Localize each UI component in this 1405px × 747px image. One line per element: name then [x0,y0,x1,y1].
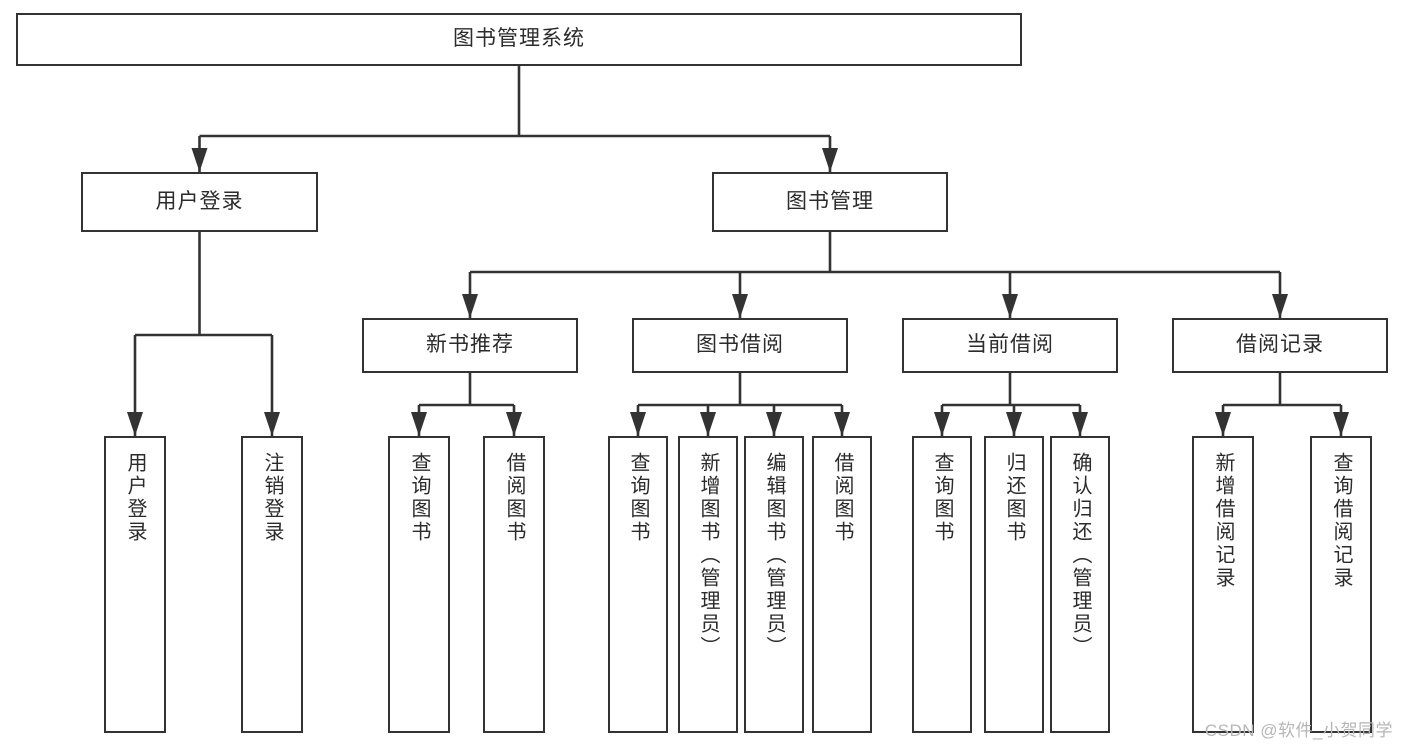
edge-arrowhead [732,294,748,318]
node-label: 当前借阅 [966,333,1054,357]
edge-arrowhead [934,412,950,436]
node-label: 查询图书 [627,452,649,544]
node-label: 查询借阅记录 [1330,452,1352,590]
node-label: 查询图书 [931,452,953,544]
node-l-bo-lend[interactable]: 借阅图书 [812,436,872,733]
node-newbook[interactable]: 新书推荐 [362,318,578,373]
node-login[interactable]: 用户登录 [81,172,318,232]
edge-arrowhead [1333,412,1349,436]
node-label: 新书推荐 [426,333,514,357]
node-label: 用户登录 [124,452,146,544]
node-label: 查询图书 [408,452,430,544]
edge-arrowhead [411,412,427,436]
edge-arrowhead [1272,294,1288,318]
edge-arrowhead [1215,412,1231,436]
node-l-cu-query[interactable]: 查询图书 [912,436,972,733]
node-label: 借阅记录 [1236,333,1324,357]
node-label: 注销登录 [261,452,283,544]
node-label: 归还图书 [1003,452,1025,544]
edge-arrowhead [1006,412,1022,436]
edge-arrowhead [822,148,838,172]
node-label: 新增图书（管理员） [697,452,719,659]
node-label: 借阅图书 [503,452,525,544]
node-l-bo-query[interactable]: 查询图书 [608,436,668,733]
node-label: 编辑图书（管理员） [763,452,785,659]
csdn-watermark: CSDN @软件_小贺同学 [1204,721,1393,740]
edge-arrowhead [462,294,478,318]
edge-arrowhead [1072,412,1088,436]
node-l-bo-add[interactable]: 新增图书（管理员） [678,436,738,733]
node-label: 图书管理 [786,189,874,213]
node-label: 图书管理系统 [453,27,585,51]
node-records[interactable]: 借阅记录 [1172,318,1388,373]
node-l-bo-edit[interactable]: 编辑图书（管理员） [744,436,804,733]
node-root[interactable]: 图书管理系统 [16,13,1022,66]
edge-arrowhead [264,412,280,436]
edge-arrowhead [191,148,208,172]
edge-arrowhead [630,412,646,436]
node-l-re-add[interactable]: 新增借阅记录 [1192,436,1254,733]
node-l-nb-query[interactable]: 查询图书 [388,436,450,733]
node-l-nb-borrow[interactable]: 借阅图书 [483,436,545,733]
node-label: 新增借阅记录 [1212,452,1234,590]
edge-arrowhead [766,412,782,436]
edge-arrowhead [127,412,143,436]
node-borrow[interactable]: 图书借阅 [632,318,848,373]
edge-arrowhead [1002,294,1018,318]
edge-arrowhead [700,412,716,436]
node-bookmgmt[interactable]: 图书管理 [712,172,948,232]
edge-arrowhead [834,412,850,436]
node-current[interactable]: 当前借阅 [902,318,1118,373]
node-l-cu-return[interactable]: 归还图书 [984,436,1044,733]
edge-arrowhead [506,412,522,436]
node-label: 借阅图书 [831,452,853,544]
node-label: 确认归还（管理员） [1069,452,1091,659]
node-label: 用户登录 [155,189,244,213]
node-label: 图书借阅 [696,333,784,357]
node-l-cu-ok[interactable]: 确认归还（管理员） [1050,436,1110,733]
node-l-login[interactable]: 用户登录 [104,436,166,733]
node-l-re-query[interactable]: 查询借阅记录 [1310,436,1372,733]
node-l-logout[interactable]: 注销登录 [241,436,303,733]
